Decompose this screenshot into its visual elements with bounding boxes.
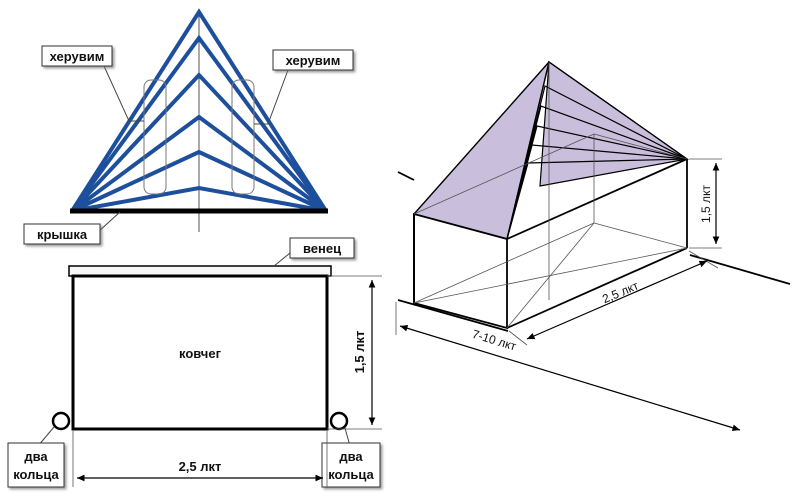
callout-line: [254, 69, 289, 125]
box-top-edge: [506, 158, 688, 240]
crown-label: венец: [303, 241, 341, 256]
callout-crown: венец: [273, 237, 355, 267]
rings-right-label-1: два: [339, 449, 363, 464]
guide-line: [397, 171, 415, 181]
label-box: [272, 49, 354, 71]
callout-rings-left: два кольца: [7, 426, 65, 488]
label-box: [289, 237, 355, 259]
cherubim-triangle: [70, 8, 328, 232]
hidden-line: [413, 133, 595, 215]
ark-isometric: 1,5 лкт 2,5 лкт 7-10 лкт: [395, 60, 791, 432]
ark-front-view: ковчег: [51, 265, 349, 431]
dim-front-height: 1,5 лкт: [327, 275, 382, 430]
callout-line: [103, 65, 144, 122]
callout-line: [273, 252, 291, 267]
callout-cherub-left: херувим: [41, 45, 144, 122]
dim-iso-height: 1,5 лкт: [689, 158, 722, 249]
ark-label: ковчег: [179, 346, 222, 361]
box-bottom-edge: [506, 247, 688, 329]
ring-right: [329, 411, 349, 431]
wing-line: [70, 72, 328, 213]
label-box: [7, 442, 65, 488]
callout-lid: крышка: [23, 211, 121, 245]
wing-line: [70, 114, 328, 213]
hidden-line: [593, 133, 688, 160]
label-box: [321, 442, 381, 488]
iso-width-label: 2,5 лкт: [600, 278, 641, 306]
extension-line: [688, 250, 719, 269]
callout-rings-right: два кольца: [321, 427, 381, 488]
lid-label: крышка: [37, 227, 88, 242]
dimension-arrow: [399, 324, 741, 432]
rings-left-label-1: два: [24, 449, 48, 464]
hidden-line: [593, 222, 688, 249]
dim-front-width: 2,5 лкт: [72, 431, 328, 487]
iso-height-label: 1,5 лкт: [699, 185, 713, 223]
wing-line: [70, 34, 328, 213]
front-height-label: 1,5 лкт: [352, 331, 367, 374]
label-box: [23, 223, 101, 245]
roof-wing-lower: [539, 60, 689, 187]
guide-line: [689, 254, 791, 285]
wing-line: [70, 8, 328, 213]
dim-iso-width: 2,5 лкт: [508, 250, 719, 346]
label-box: [41, 45, 113, 67]
wing-line: [71, 185, 327, 213]
cherub-outline-left: [143, 79, 167, 195]
callout-cherub-right: херувим: [254, 49, 354, 125]
cherub-right-label: херувим: [286, 53, 341, 68]
ring-left: [51, 411, 71, 431]
front-width-label: 2,5 лкт: [179, 459, 222, 474]
callout-line: [97, 211, 121, 233]
rings-left-label-2: кольца: [13, 467, 59, 482]
cherub-outline-right: [231, 79, 255, 195]
cherub-left-label: херувим: [50, 49, 105, 64]
ark-box: [71, 274, 329, 431]
hidden-line: [413, 222, 595, 304]
wing-line: [71, 149, 327, 213]
cherub-wings: [70, 8, 328, 213]
rings-right-label-2: кольца: [328, 467, 374, 482]
